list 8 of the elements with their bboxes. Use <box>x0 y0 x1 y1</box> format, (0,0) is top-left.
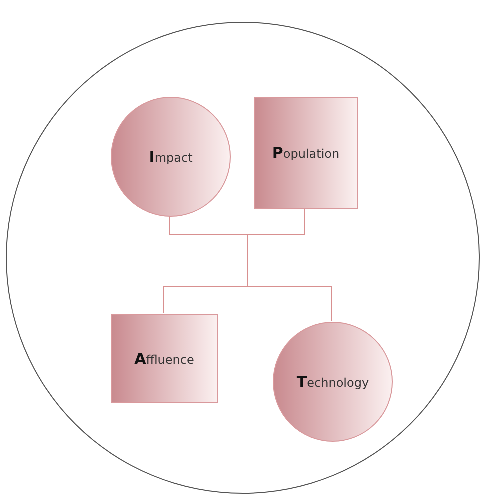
node-label: Affluence <box>134 350 194 368</box>
boundary-circle <box>6 22 480 494</box>
square-node <box>111 314 218 403</box>
node-label: Impact <box>149 148 193 166</box>
node-label: Population <box>272 144 340 162</box>
square-node <box>254 97 358 209</box>
connector-line <box>248 208 332 322</box>
node-label: Technology <box>296 373 370 391</box>
